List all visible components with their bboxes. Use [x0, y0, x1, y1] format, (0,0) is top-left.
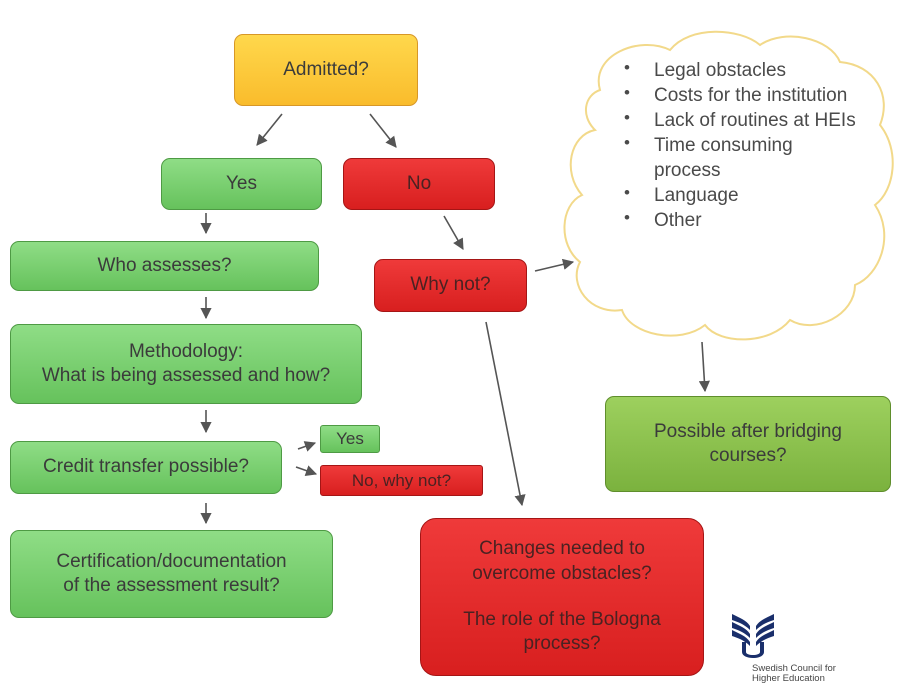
- bologna-label-2: process?: [523, 633, 601, 655]
- arrow-whynot-changes: [485, 321, 526, 507]
- changes-label-1: Changes needed to: [479, 538, 645, 560]
- arrow-cloud-bridging: [698, 341, 710, 393]
- admitted-label: Admitted?: [283, 58, 369, 80]
- logo-line-2: Higher Education: [752, 673, 825, 684]
- bridging-label-1: Possible after bridging: [654, 420, 842, 442]
- certification-label-2: of the assessment result?: [63, 575, 280, 596]
- bridging-label-2: courses?: [709, 445, 787, 466]
- logo-text: Swedish Council for Higher Education: [752, 664, 836, 684]
- obstacle-item: Costs for the institution: [612, 82, 862, 108]
- credit-yes-label: Yes: [336, 429, 364, 449]
- why-not-label: Why not?: [410, 274, 491, 296]
- arrow-whynot-cloud: [534, 258, 575, 272]
- swedish-council-logo-icon: [732, 614, 774, 658]
- methodology-label-1: Methodology:: [128, 340, 244, 362]
- bridging-courses-node: Possible after bridging courses?: [605, 396, 891, 492]
- obstacles-list: Legal obstacles Costs for the institutio…: [612, 57, 862, 234]
- obstacle-item: Time consuming process: [612, 132, 862, 183]
- credit-transfer-node: Credit transfer possible?: [10, 441, 282, 494]
- changes-needed-node: Changes needed to overcome obstacles? Th…: [420, 518, 704, 676]
- arrow-credit-yes: [297, 441, 317, 452]
- credit-no-label: No, why not?: [351, 470, 452, 490]
- why-not-node: Why not?: [374, 259, 527, 312]
- arrow-admitted-no: [369, 113, 397, 148]
- obstacle-item: Other: [612, 207, 862, 233]
- obstacle-item: Lack of routines at HEIs: [612, 107, 862, 133]
- arrow-no-whynot: [443, 215, 464, 250]
- methodology-node: Methodology: What is being assessed and …: [10, 324, 362, 404]
- who-assesses-node: Who assesses?: [10, 241, 319, 291]
- obstacle-item: Language: [612, 182, 862, 208]
- spacer: [463, 586, 661, 608]
- changes-label-2: overcome obstacles?: [472, 562, 652, 584]
- methodology-label-2: What is being assessed and how?: [41, 365, 331, 386]
- credit-no-node: No, why not?: [320, 465, 483, 496]
- arrow-admitted-yes: [256, 113, 283, 146]
- arrow-credit-no: [295, 465, 318, 476]
- obstacle-item: Legal obstacles: [612, 57, 862, 83]
- credit-yes-node: Yes: [320, 425, 380, 453]
- admitted-node: Admitted?: [234, 34, 418, 106]
- yes-node: Yes: [161, 158, 322, 210]
- bologna-label-1: The role of the Bologna: [463, 609, 661, 630]
- yes-label: Yes: [226, 172, 257, 194]
- logo-line-1: Swedish Council for: [752, 663, 836, 674]
- certification-node: Certification/documentation of the asses…: [10, 530, 333, 618]
- certification-label-1: Certification/documentation: [56, 550, 287, 572]
- credit-transfer-label: Credit transfer possible?: [43, 456, 249, 478]
- no-node: No: [343, 158, 495, 210]
- no-label: No: [406, 172, 432, 194]
- who-assesses-label: Who assesses?: [97, 254, 232, 276]
